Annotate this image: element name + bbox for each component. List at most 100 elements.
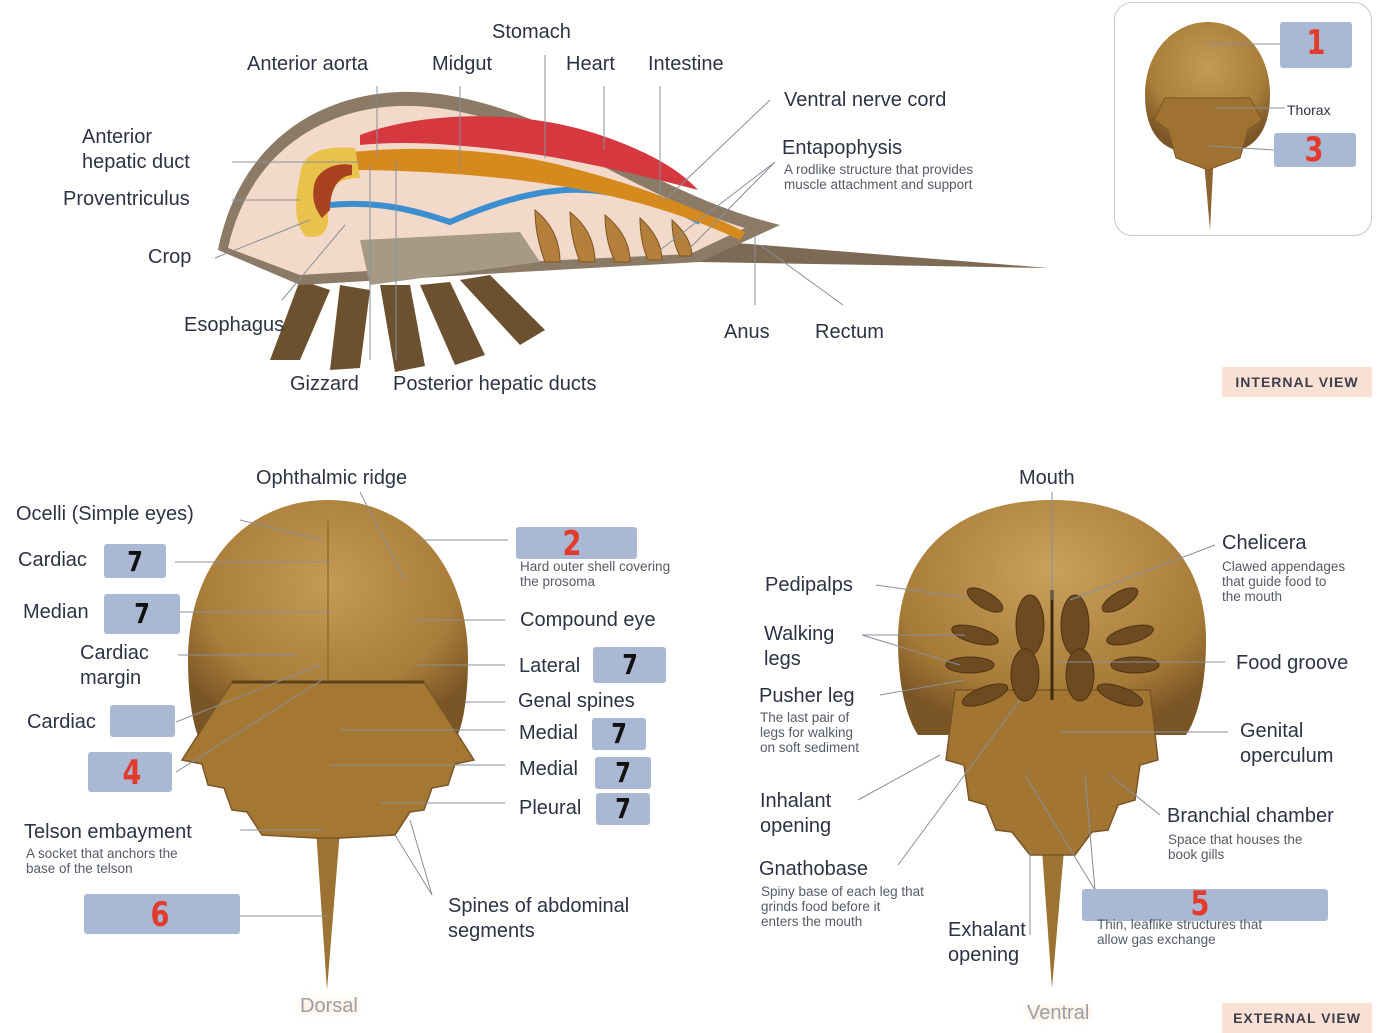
dorsal-view-illustration: [175, 491, 508, 990]
label-intestine: Intestine: [648, 53, 724, 75]
inset-abdomen-overlay: [1153, 97, 1263, 171]
desc-pusher-1: The last pair of: [760, 710, 850, 725]
mark-6: 6: [150, 895, 170, 935]
desc-gills-1: Thin, leaflike structures that: [1097, 917, 1263, 932]
label-branchial-chamber: Branchial chamber: [1167, 805, 1334, 827]
desc-carapace-1: Hard outer shell covering: [520, 559, 671, 574]
blank-pleural[interactable]: [596, 793, 650, 825]
label-inhalant-1: Inhalant: [760, 790, 832, 812]
label-midgut: Midgut: [432, 53, 493, 75]
inset-telson-overlay: [1203, 150, 1214, 230]
label-cardiac-2: Cardiac: [27, 711, 96, 733]
label-medial-2: Medial: [519, 758, 578, 780]
label-anus: Anus: [724, 321, 770, 343]
label-chelicera: Chelicera: [1222, 532, 1307, 554]
label-genal-spines: Genal spines: [518, 690, 635, 712]
blank-cardiac-2[interactable]: [110, 705, 175, 737]
desc-pusher-3: on soft sediment: [760, 740, 860, 755]
desc-chelicera-2: that guide food to: [1222, 574, 1327, 589]
label-pedipalps: Pedipalps: [765, 574, 853, 596]
blank-5[interactable]: [1082, 889, 1328, 921]
dorsal-opisthosoma: [180, 681, 476, 839]
desc-carapace-2: the prosoma: [520, 574, 596, 589]
label-gnathobase: Gnathobase: [759, 858, 868, 880]
desc-gills-2: allow gas exchange: [1097, 932, 1216, 947]
inset-blank-1[interactable]: [1280, 22, 1352, 68]
label-heart: Heart: [566, 53, 615, 75]
inset-mark-1: 1: [1306, 23, 1326, 63]
blank-cardiac-1[interactable]: [104, 544, 166, 578]
mark-pleural: 7: [615, 792, 631, 825]
inset-thorax-label: Thorax: [1287, 102, 1331, 118]
label-proventriculus: Proventriculus: [63, 188, 190, 210]
desc-telson-1: A socket that anchors the: [26, 846, 178, 861]
blank-4[interactable]: [88, 752, 172, 792]
internal-legs: [270, 275, 545, 372]
dorsal-telson: [316, 830, 340, 990]
internal-heart: [360, 116, 698, 190]
label-anterior-hepatic-duct-1: Anterior: [82, 126, 153, 148]
desc-chelicera-1: Clawed appendages: [1222, 559, 1346, 574]
inset-overlay: [1145, 22, 1285, 230]
inset-blank-3[interactable]: [1274, 133, 1356, 167]
label-stomach: Stomach: [492, 21, 571, 43]
desc-branchial-2: book gills: [1168, 847, 1225, 862]
label-food-groove: Food groove: [1236, 652, 1349, 674]
mark-median: 7: [134, 597, 150, 630]
ventral-telson: [1042, 850, 1064, 988]
mark-medial-1: 7: [611, 717, 627, 750]
label-ophthalmic-ridge: Ophthalmic ridge: [256, 467, 408, 489]
label-ocelli: Ocelli (Simple eyes): [16, 503, 194, 525]
label-mouth: Mouth: [1019, 467, 1075, 489]
label-esophagus: Esophagus: [184, 314, 285, 336]
blank-medial-2[interactable]: [595, 757, 651, 789]
internal-leader-lines: [214, 55, 844, 360]
label-genital-operculum-2: operculum: [1240, 745, 1334, 767]
label-pusher-leg: Pusher leg: [759, 685, 855, 707]
desc-pusher-2: legs for walking: [760, 725, 854, 740]
desc-branchial-1: Space that houses the: [1168, 832, 1303, 847]
label-medial-1: Medial: [519, 722, 578, 744]
dorsal-leader-lines: [175, 491, 508, 917]
ventral-view-illustration: [857, 492, 1228, 988]
internal-gut: [352, 148, 745, 240]
blank-lateral[interactable]: [593, 647, 666, 683]
label-crop: Crop: [148, 246, 192, 268]
label-anterior-aorta: Anterior aorta: [247, 53, 369, 75]
blank-medial-1[interactable]: [592, 718, 646, 750]
blank-6[interactable]: [84, 894, 240, 934]
blank-median[interactable]: [104, 594, 180, 634]
ventral-leader-lines: [857, 492, 1228, 935]
label-compound-eye: Compound eye: [520, 609, 656, 631]
label-exhalant-1: Exhalant: [948, 919, 1026, 941]
label-entapophysis: Entapophysis: [782, 137, 903, 159]
external-view-tag: EXTERNAL VIEW: [1222, 1003, 1372, 1033]
label-exhalant-2: opening: [948, 944, 1020, 966]
label-genital-operculum-1: Genital: [1240, 720, 1304, 742]
label-rectum: Rectum: [815, 321, 884, 343]
label-walking-legs-2: legs: [764, 648, 801, 670]
desc-gnathobase-1: Spiny base of each leg that: [761, 884, 924, 899]
desc-gnathobase-3: enters the mouth: [761, 914, 863, 929]
label-spines-2: segments: [448, 920, 535, 942]
desc-entapophysis-2: muscle attachment and support: [784, 177, 973, 192]
internal-view-illustration: [214, 55, 1048, 372]
inset-mark-3: 3: [1304, 130, 1324, 170]
label-cardiac-margin-1: Cardiac: [80, 642, 149, 664]
label-anterior-hepatic-duct-2: hepatic duct: [82, 151, 190, 173]
mark-4: 4: [122, 753, 142, 793]
desc-entapophysis-1: A rodlike structure that provides: [784, 162, 974, 177]
mark-medial-2: 7: [615, 756, 631, 789]
label-gizzard: Gizzard: [290, 373, 359, 395]
label-lateral: Lateral: [519, 655, 581, 677]
label-inhalant-2: opening: [760, 815, 832, 837]
inset-leaders-overlay: [1207, 43, 1285, 151]
internal-telson: [700, 240, 1048, 268]
label-ventral-nerve-cord: Ventral nerve cord: [784, 89, 947, 111]
internal-gills: [534, 208, 693, 263]
label-walking-legs-1: Walking: [764, 623, 835, 645]
desc-telson-2: base of the telson: [26, 861, 133, 876]
label-telson-embayment: Telson embayment: [24, 821, 192, 843]
mark-2: 2: [562, 524, 582, 564]
blank-2[interactable]: [516, 527, 637, 559]
